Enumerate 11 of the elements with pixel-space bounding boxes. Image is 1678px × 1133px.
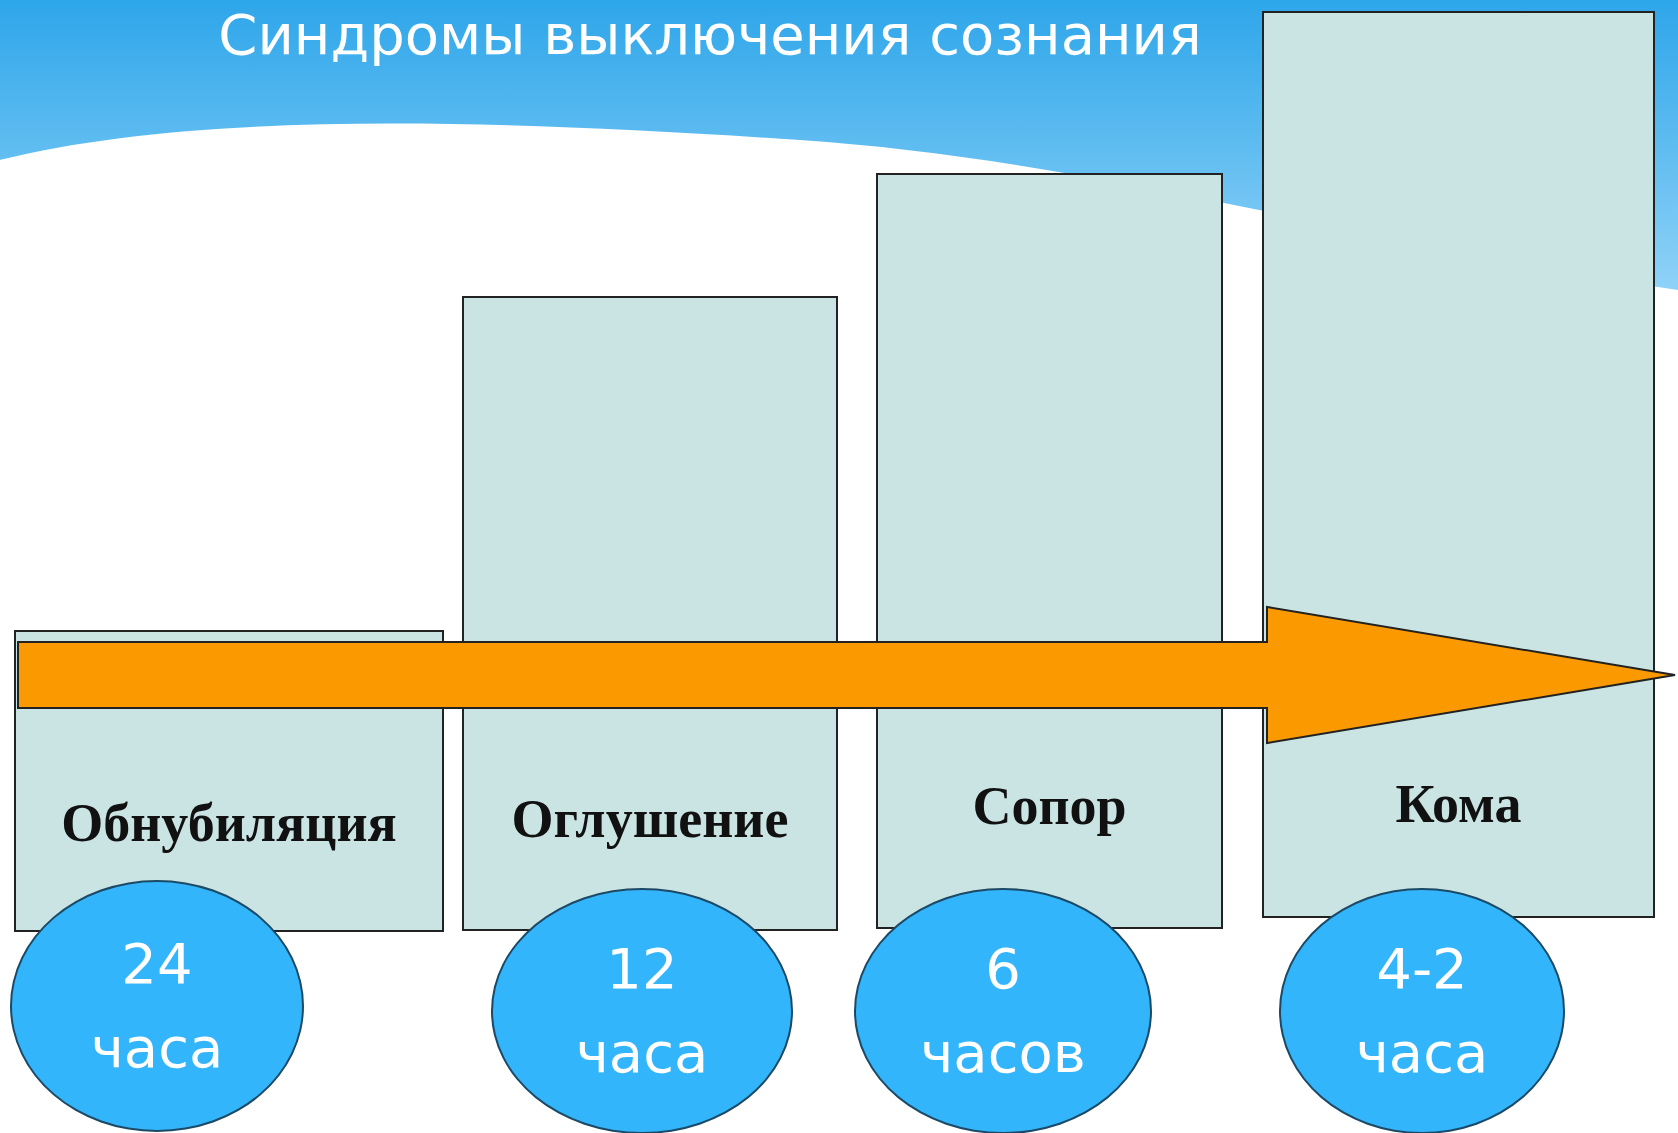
duration-text: 6 часов xyxy=(919,935,1087,1087)
duration-text: 12 часа xyxy=(574,935,710,1087)
slide-title: Синдромы выключения сознания xyxy=(217,2,1203,67)
block-arrow xyxy=(17,605,1676,745)
stage-bar xyxy=(1262,11,1655,918)
duration-text: 24 часа xyxy=(89,930,225,1082)
stage-name: Оглушение xyxy=(510,788,790,850)
duration-text: 4-2 часа xyxy=(1354,935,1490,1087)
stage-name: Сопор xyxy=(971,775,1128,837)
stage-name: Обнубиляция xyxy=(60,792,398,854)
stage-name: Кома xyxy=(1394,773,1523,835)
